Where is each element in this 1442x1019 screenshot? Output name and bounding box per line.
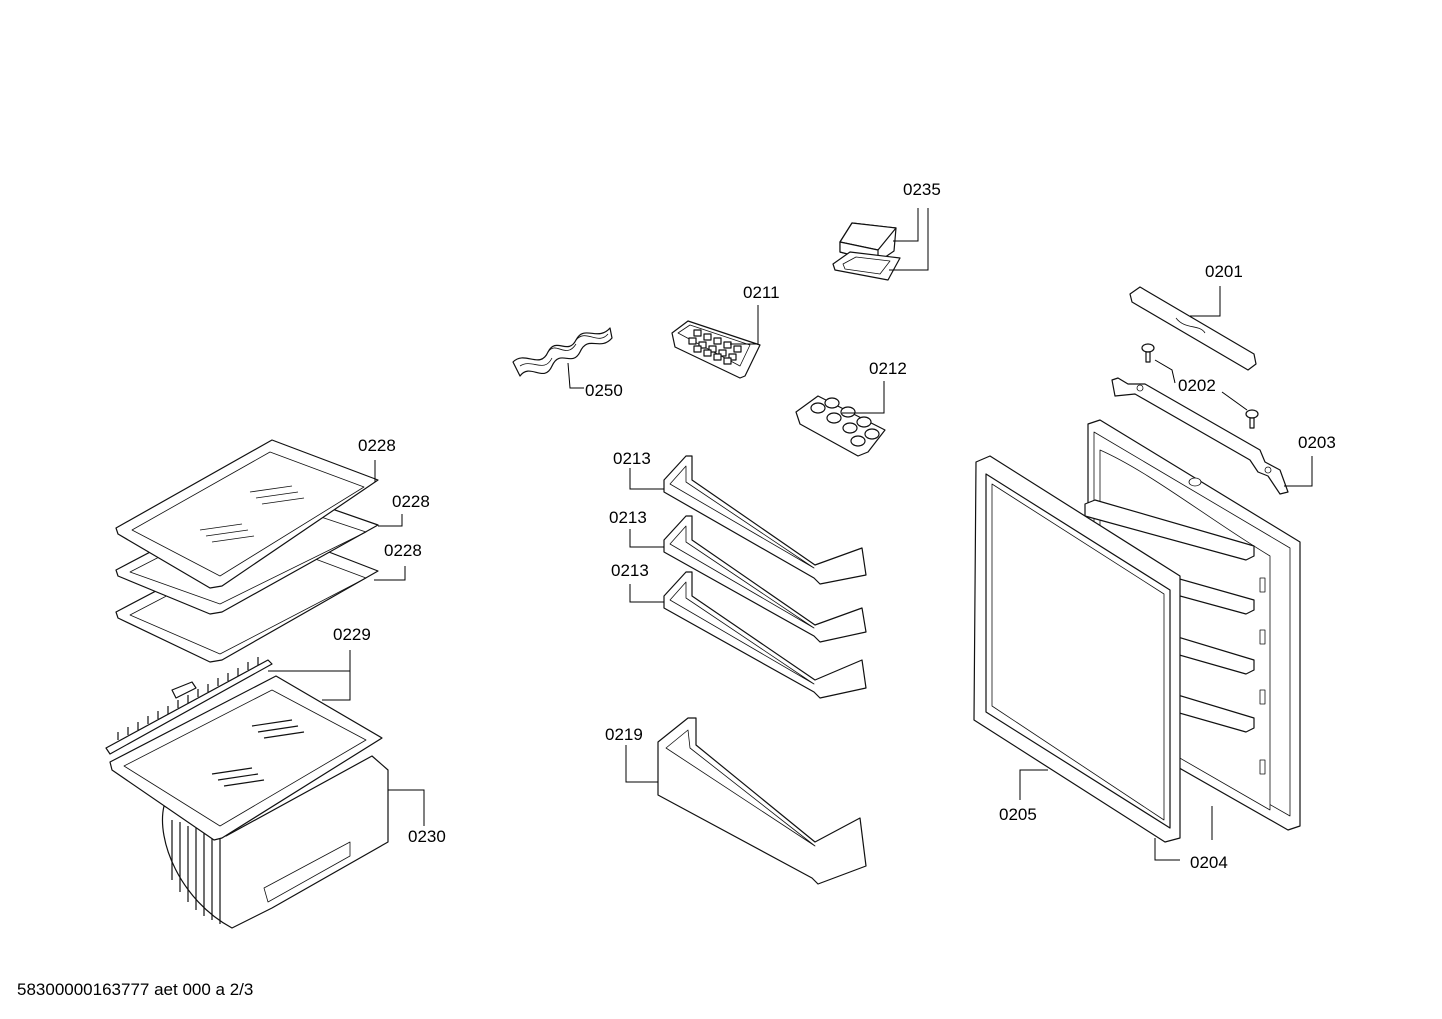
callout-0230: 0230 bbox=[408, 827, 446, 846]
callout-0219: 0219 bbox=[605, 725, 643, 744]
callout-0250: 0250 bbox=[585, 381, 623, 400]
butter-dish-part bbox=[832, 222, 901, 281]
callout-0201: 0201 bbox=[1205, 262, 1243, 281]
door-bin-part bbox=[663, 515, 867, 643]
door-bin-part bbox=[663, 571, 867, 699]
crisper-drawer-part bbox=[109, 675, 389, 929]
callout-0213-bottom: 0213 bbox=[611, 561, 649, 580]
callout-0205: 0205 bbox=[999, 805, 1037, 824]
callout-0228-middle: 0228 bbox=[392, 492, 430, 511]
crisper-rail-part bbox=[105, 657, 273, 755]
door-bin-part bbox=[663, 455, 867, 585]
door-gasket-part bbox=[973, 455, 1181, 843]
egg-tray-part bbox=[795, 395, 886, 457]
callout-0212: 0212 bbox=[869, 359, 907, 378]
callout-0229: 0229 bbox=[333, 625, 371, 644]
bottle-holder-part bbox=[512, 327, 613, 377]
callout-0213-top: 0213 bbox=[613, 449, 651, 468]
callout-labels: 0235 0211 0250 0212 0201 0202 0203 0228 … bbox=[333, 180, 1336, 872]
callout-0204: 0204 bbox=[1190, 853, 1228, 872]
document-reference: 58300000163777 aet 000 a 2/3 bbox=[17, 980, 254, 999]
callout-0213-middle: 0213 bbox=[609, 508, 647, 527]
callout-0228-top: 0228 bbox=[358, 436, 396, 455]
door-top-cover-part bbox=[1129, 286, 1257, 371]
callout-0203: 0203 bbox=[1298, 433, 1336, 452]
callout-0202: 0202 bbox=[1178, 376, 1216, 395]
callout-0235: 0235 bbox=[903, 180, 941, 199]
hinge-bracket-part bbox=[1111, 377, 1289, 495]
callout-0228-bottom: 0228 bbox=[384, 541, 422, 560]
callout-0211: 0211 bbox=[743, 283, 780, 302]
ice-tray-part bbox=[671, 320, 761, 379]
bottle-bin-part bbox=[657, 717, 867, 885]
leader-lines bbox=[268, 208, 1313, 861]
glass-shelf-part bbox=[115, 439, 379, 589]
screw-part bbox=[1141, 343, 1259, 429]
